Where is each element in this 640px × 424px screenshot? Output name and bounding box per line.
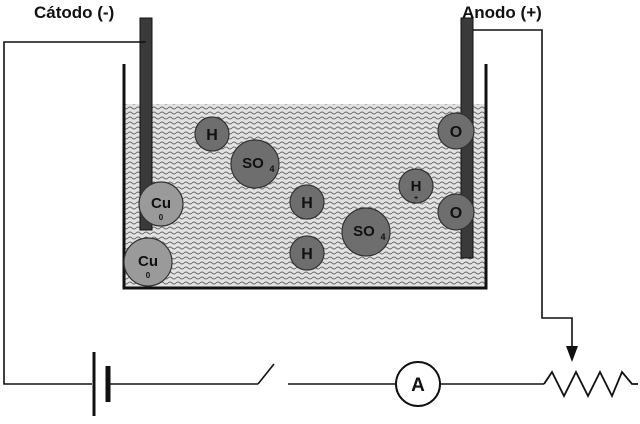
- svg-text:+: +: [414, 195, 418, 202]
- svg-text:Cu: Cu: [138, 253, 158, 270]
- svg-text:0: 0: [159, 213, 164, 222]
- so4-ion: SO 4: [341, 207, 391, 257]
- svg-text:SO: SO: [242, 155, 264, 172]
- anode-wire: [473, 29, 573, 350]
- o-atom: O: [437, 193, 475, 231]
- cu-atom: Cu 0: [138, 181, 184, 227]
- svg-text:H: H: [206, 127, 218, 144]
- svg-text:4: 4: [269, 164, 274, 174]
- svg-text:O: O: [450, 124, 462, 141]
- svg-text:H: H: [301, 246, 313, 263]
- svg-text:4: 4: [380, 232, 385, 242]
- cu-atom: Cu 0: [123, 237, 173, 287]
- svg-text:H: H: [411, 178, 422, 195]
- switch-lever: [257, 363, 275, 385]
- h-ion: H: [289, 184, 325, 220]
- beaker-outline: [122, 64, 488, 290]
- cathode-electrode: [139, 17, 153, 231]
- cathode-wire: [3, 41, 146, 385]
- svg-text:H: H: [301, 195, 313, 212]
- ammeter-symbol: A: [411, 375, 425, 396]
- svg-text:Cu: Cu: [151, 195, 171, 212]
- anode-label: Anodo (+): [462, 3, 542, 22]
- svg-text:0: 0: [146, 271, 151, 280]
- h-ion: H +: [398, 168, 434, 204]
- cathode-label: Cátodo (-): [34, 3, 115, 22]
- h-ion: H: [194, 116, 230, 152]
- rheostat-arrowhead: [566, 346, 578, 362]
- so4-ion: SO 4: [230, 139, 280, 189]
- rheostat: [543, 369, 638, 399]
- svg-text:O: O: [450, 205, 462, 222]
- h-ion: H: [289, 235, 325, 271]
- svg-text:SO: SO: [353, 223, 375, 240]
- o-atom: O: [437, 112, 475, 150]
